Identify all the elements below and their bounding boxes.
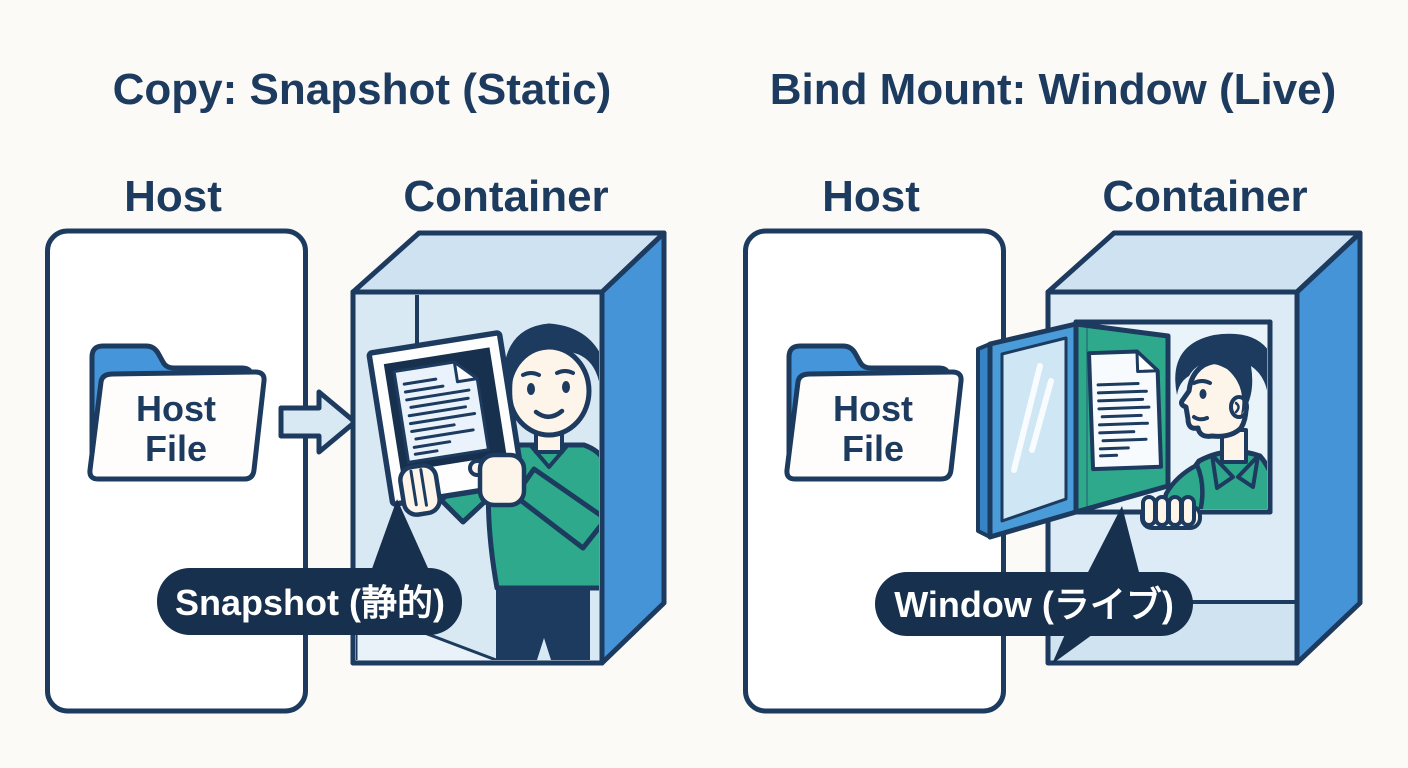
person-hair	[1175, 333, 1267, 415]
person-right-eye	[562, 381, 570, 393]
open-window-pane	[976, 321, 1079, 540]
bubble-tail-down	[1052, 632, 1096, 664]
bubble-tail-up	[1086, 506, 1140, 576]
finger	[1180, 495, 1196, 527]
collar-left	[1210, 453, 1235, 490]
bindmount-container-label: Container	[1102, 172, 1307, 221]
window-reveal	[1073, 321, 1171, 515]
person-smile	[1192, 415, 1209, 422]
person-left-hand	[398, 463, 442, 517]
bubble-tail	[369, 499, 432, 577]
ear-inner	[1234, 401, 1240, 414]
window-speech-bubble: Window (ライブ)	[875, 506, 1193, 664]
left-hand-fingers	[409, 468, 428, 507]
box-front-outline	[350, 289, 605, 666]
person-hair	[503, 323, 599, 404]
person-face	[506, 344, 592, 438]
bubble-body	[875, 572, 1193, 636]
bubble-body	[157, 568, 462, 635]
folder-front	[784, 369, 964, 482]
finger	[1154, 495, 1170, 527]
person-brow	[1192, 379, 1212, 385]
hand-on-sill	[1140, 495, 1202, 530]
document-fold-corner	[1135, 350, 1160, 373]
document-fold-corner	[452, 360, 479, 384]
folder-front	[87, 369, 267, 482]
person-eye	[1199, 389, 1207, 399]
person-pants	[496, 585, 590, 660]
snapshot-speech-bubble: Snapshot (静的)	[157, 499, 462, 635]
glass-reflection-streaks	[1011, 363, 1054, 473]
box-interior	[356, 295, 599, 660]
copy-diagram: Copy: Snapshot (Static) Host Container H…	[45, 65, 667, 714]
live-document	[1086, 349, 1164, 472]
person-left-eye	[527, 383, 535, 395]
box-side-face	[1294, 230, 1363, 666]
copy-container-box	[350, 230, 667, 666]
arrow-right-icon	[278, 389, 358, 455]
box-side-face	[599, 230, 667, 666]
snapshot-frame	[366, 330, 526, 507]
bubble-label: Snapshot (静的)	[175, 582, 445, 623]
collar-right	[1236, 454, 1260, 489]
person-brows	[521, 369, 575, 377]
folder-label-line2: File	[842, 428, 904, 469]
copy-host-label: Host	[124, 172, 222, 221]
bindmount-title: Bind Mount: Window (Live)	[770, 65, 1337, 114]
document-text-lines	[1096, 381, 1151, 458]
person-right-hand	[477, 452, 527, 508]
pane-glass	[1000, 336, 1068, 523]
document-text-lines	[402, 377, 477, 456]
folder-icon: Host File	[784, 343, 964, 482]
bindmount-diagram: Bind Mount: Window (Live) Host Container…	[743, 65, 1363, 714]
finger	[1167, 495, 1183, 527]
bindmount-host-label: Host	[822, 172, 920, 221]
copy-title: Copy: Snapshot (Static)	[113, 65, 612, 114]
folder-label-line1: Host	[136, 388, 216, 429]
copy-container-label: Container	[403, 172, 608, 221]
folder-label-line2: File	[145, 428, 207, 469]
bubble-label: Window (ライブ)	[894, 584, 1174, 625]
folder-icon: Host File	[87, 343, 267, 482]
folder-label-line1: Host	[833, 388, 913, 429]
person-looking-through-window	[1160, 333, 1267, 509]
finger	[1141, 495, 1157, 527]
person-right-forearm	[512, 466, 599, 551]
person-smile	[533, 408, 565, 419]
